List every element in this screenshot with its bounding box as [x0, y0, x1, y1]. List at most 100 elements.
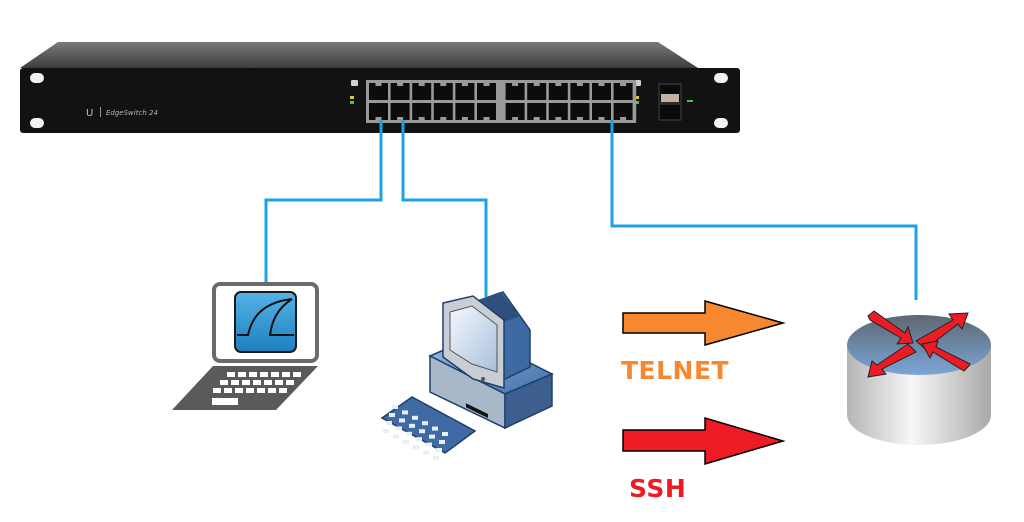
switch-model-label: EdgeSwitch 24 [106, 109, 158, 117]
rj45-port-20[interactable] [570, 83, 590, 100]
port-latch [512, 117, 519, 120]
cable-switch-to-router [610, 120, 918, 300]
desktop-pc[interactable] [380, 291, 554, 517]
laptop-key [282, 372, 290, 377]
router-arrows-icon [867, 310, 971, 378]
rj45-port-6[interactable] [412, 83, 432, 100]
rj45-port-9[interactable] [455, 103, 475, 120]
wireshark-fin-icon [237, 298, 294, 336]
rj45-port-17[interactable] [548, 103, 568, 120]
rj45-port-14[interactable] [505, 83, 525, 100]
rack-ear-hole [30, 118, 44, 128]
rj45-port-7[interactable] [433, 103, 453, 120]
rj45-port-block [366, 80, 637, 123]
telnet-label: TELNET [621, 356, 730, 385]
rj45-port-23[interactable] [613, 103, 633, 120]
rj45-port-8[interactable] [433, 83, 453, 100]
laptop-key [268, 388, 276, 393]
pc-key [426, 442, 432, 447]
port-latch [533, 117, 540, 120]
rj45-port-24[interactable] [613, 83, 633, 100]
pc-key [409, 423, 415, 428]
sfp-cage[interactable] [658, 103, 682, 121]
pc-key [399, 418, 405, 423]
pc-key [413, 445, 419, 450]
laptop-key [260, 372, 268, 377]
rj45-port-13[interactable] [505, 103, 525, 120]
laptop-key [242, 380, 250, 385]
rj45-port-11[interactable] [477, 103, 496, 120]
rj45-port-3[interactable] [390, 103, 410, 120]
port-latch [555, 117, 562, 120]
port-latch [483, 117, 490, 120]
rack-ear-hole [714, 73, 728, 83]
pc-key [392, 405, 398, 409]
pc-keyboard-keys [383, 405, 448, 460]
rj45-port-22[interactable] [592, 83, 611, 100]
rj45-port-16[interactable] [527, 83, 547, 100]
laptop-key [286, 380, 294, 385]
pc-key [442, 432, 448, 436]
port-latch [533, 83, 540, 86]
wireshark-logo-tile [234, 291, 297, 353]
port-latch [483, 83, 490, 86]
pc-key [406, 431, 412, 436]
cable-switch-to-pc [401, 120, 488, 297]
rj45-port-5[interactable] [412, 103, 432, 120]
port-latch [375, 83, 382, 86]
laptop-key [224, 388, 232, 393]
pc-key [432, 426, 438, 431]
status-led [350, 96, 354, 99]
laptop-key [257, 388, 265, 393]
sfp-led [687, 100, 693, 102]
port-latch [576, 83, 583, 86]
laptop[interactable] [172, 282, 319, 410]
laptop-key [231, 380, 239, 385]
port-block-frame [366, 80, 637, 123]
laptop-key [235, 388, 243, 393]
rj45-port-10[interactable] [455, 83, 475, 100]
telnet-arrow-shape [622, 300, 786, 346]
rj45-port-21[interactable] [592, 103, 611, 120]
laptop-key [220, 380, 228, 385]
pc-key [403, 439, 409, 444]
console-port-icon [351, 80, 358, 86]
rj45-port-2[interactable] [369, 83, 388, 100]
pc-key [386, 421, 392, 425]
rj45-port-12[interactable] [477, 83, 496, 100]
cables [264, 120, 918, 300]
laptop-key [249, 372, 257, 377]
port-latch [461, 117, 468, 120]
port-latch [598, 83, 605, 86]
ssh-label: SSH [629, 474, 687, 503]
switch-brand-logo: U [86, 108, 93, 119]
port-latch [440, 117, 447, 120]
laptop-keys [213, 372, 301, 393]
port-latch [397, 117, 404, 120]
rj45-port-19[interactable] [570, 103, 590, 120]
pc-key [416, 437, 422, 442]
rj45-port-18[interactable] [548, 83, 568, 100]
laptop-key [275, 380, 283, 385]
port-latch [397, 83, 404, 86]
laptop-key [246, 388, 254, 393]
ssh-arrow-shape [622, 416, 786, 466]
pc-key [422, 421, 428, 426]
laptop-key [227, 372, 235, 377]
laptop-key [253, 380, 261, 385]
pc-key [439, 440, 445, 444]
laptop-touchpad [212, 398, 238, 405]
port-latch [598, 117, 605, 120]
rj45-port-15[interactable] [527, 103, 547, 120]
port-latch [461, 83, 468, 86]
port-latch [620, 83, 627, 86]
port-latch [620, 117, 627, 120]
rj45-port-4[interactable] [390, 83, 410, 100]
rj45-port-1[interactable] [369, 103, 388, 120]
pc-key [396, 426, 402, 431]
pc-monitor-vents [478, 292, 520, 324]
pc-key [433, 456, 439, 460]
router[interactable] [847, 310, 991, 445]
telnet-arrow [622, 300, 786, 346]
